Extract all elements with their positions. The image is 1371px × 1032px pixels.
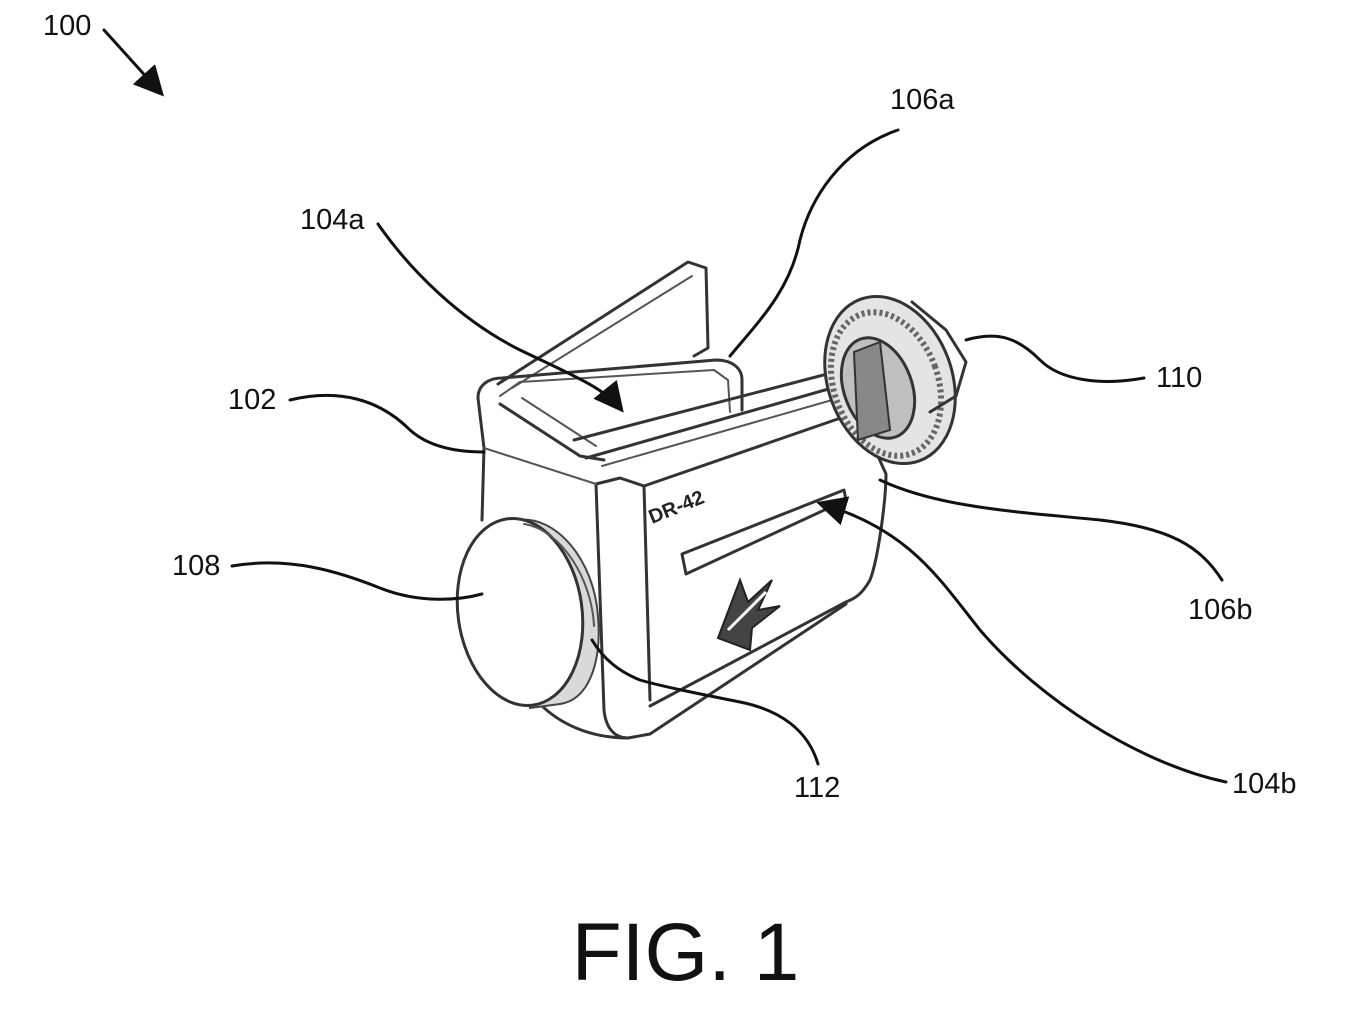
label-102: 102 xyxy=(228,386,276,415)
leader-108 xyxy=(232,563,482,599)
label-104b: 104b xyxy=(1232,770,1297,799)
figure-caption: FIG. 1 xyxy=(0,912,1371,994)
leader-100 xyxy=(104,30,160,92)
leader-104a xyxy=(378,224,620,408)
leader-106b xyxy=(880,480,1222,580)
leader-110 xyxy=(966,336,1144,381)
label-112: 112 xyxy=(794,774,840,803)
label-106a: 106a xyxy=(890,86,955,115)
leader-104b xyxy=(822,504,1226,782)
leader-112 xyxy=(592,640,818,764)
logo-mark xyxy=(718,580,780,650)
label-108: 108 xyxy=(172,552,220,581)
label-106b: 106b xyxy=(1188,596,1253,625)
device-marking: DR-42 xyxy=(646,487,708,529)
knob-assembly xyxy=(446,510,599,713)
leader-102 xyxy=(290,395,484,452)
label-100: 100 xyxy=(43,12,91,41)
label-110: 110 xyxy=(1156,364,1202,393)
label-104a: 104a xyxy=(300,206,365,235)
nut-assembly xyxy=(802,278,977,482)
